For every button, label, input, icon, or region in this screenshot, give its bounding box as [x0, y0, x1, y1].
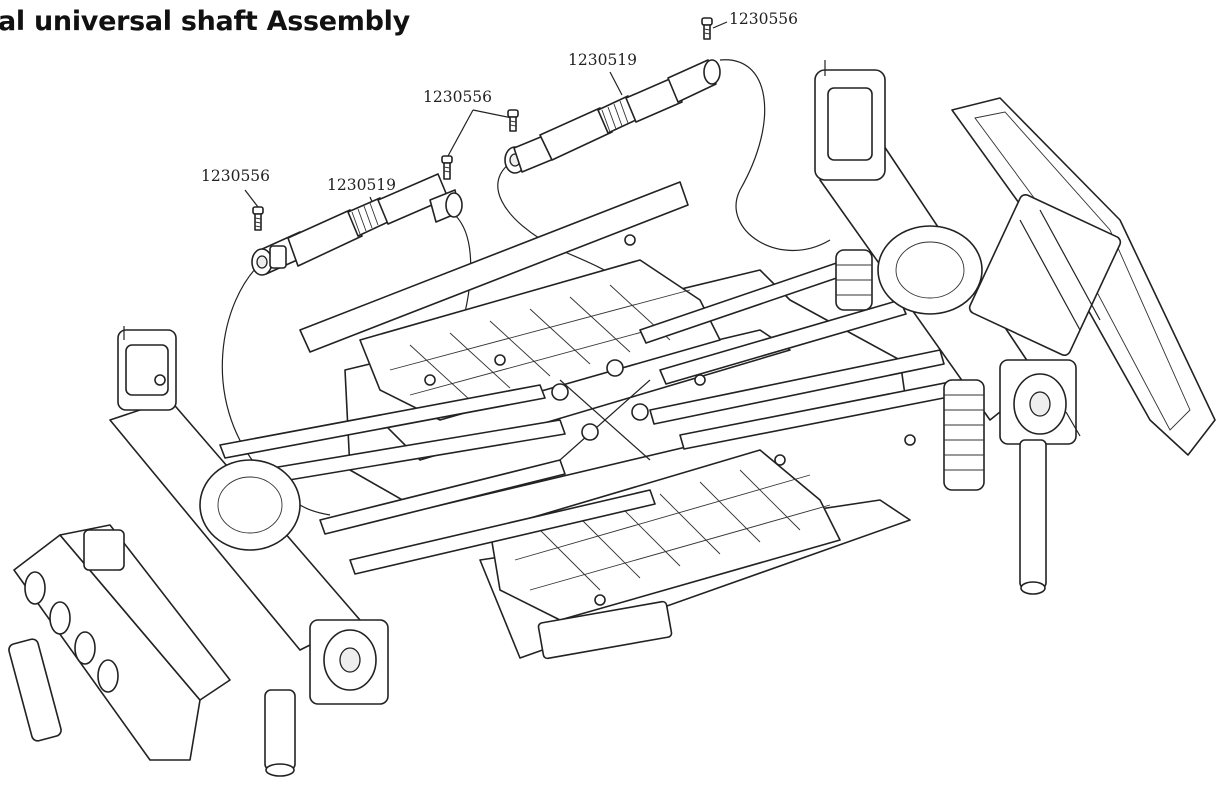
- rear-axle-assembly: [109, 326, 389, 777]
- front-shock: [943, 379, 985, 491]
- rear-shock: [835, 249, 873, 311]
- screw-1230556-middle-a: [441, 155, 453, 180]
- skid-plate-lower: [489, 449, 841, 660]
- universal-shaft-1230519-right: [504, 59, 721, 174]
- fastener-details: [154, 234, 916, 606]
- part-label-screw-middle: 1230556: [423, 88, 493, 106]
- screw-1230556-top: [701, 17, 713, 40]
- skid-plate-upper: [359, 259, 721, 421]
- assembly-title: al universal shaft Assembly: [0, 6, 410, 37]
- suspension-links: [219, 254, 965, 575]
- rear-bumper: [8, 524, 231, 761]
- part-label-shaft-right: 1230519: [568, 51, 638, 69]
- screw-1230556-left: [252, 206, 264, 231]
- part-label-screw-left: 1230556: [201, 167, 271, 185]
- front-axle-assembly: [814, 60, 1081, 595]
- front-bumper: [951, 97, 1216, 456]
- label-leaders: [244, 21, 728, 221]
- screw-1230556-middle-b: [507, 109, 519, 132]
- part-label-shaft-left: 1230519: [327, 176, 397, 194]
- part-label-screw-top: 1230556: [729, 10, 799, 28]
- universal-shaft-1230519-left: [251, 173, 463, 276]
